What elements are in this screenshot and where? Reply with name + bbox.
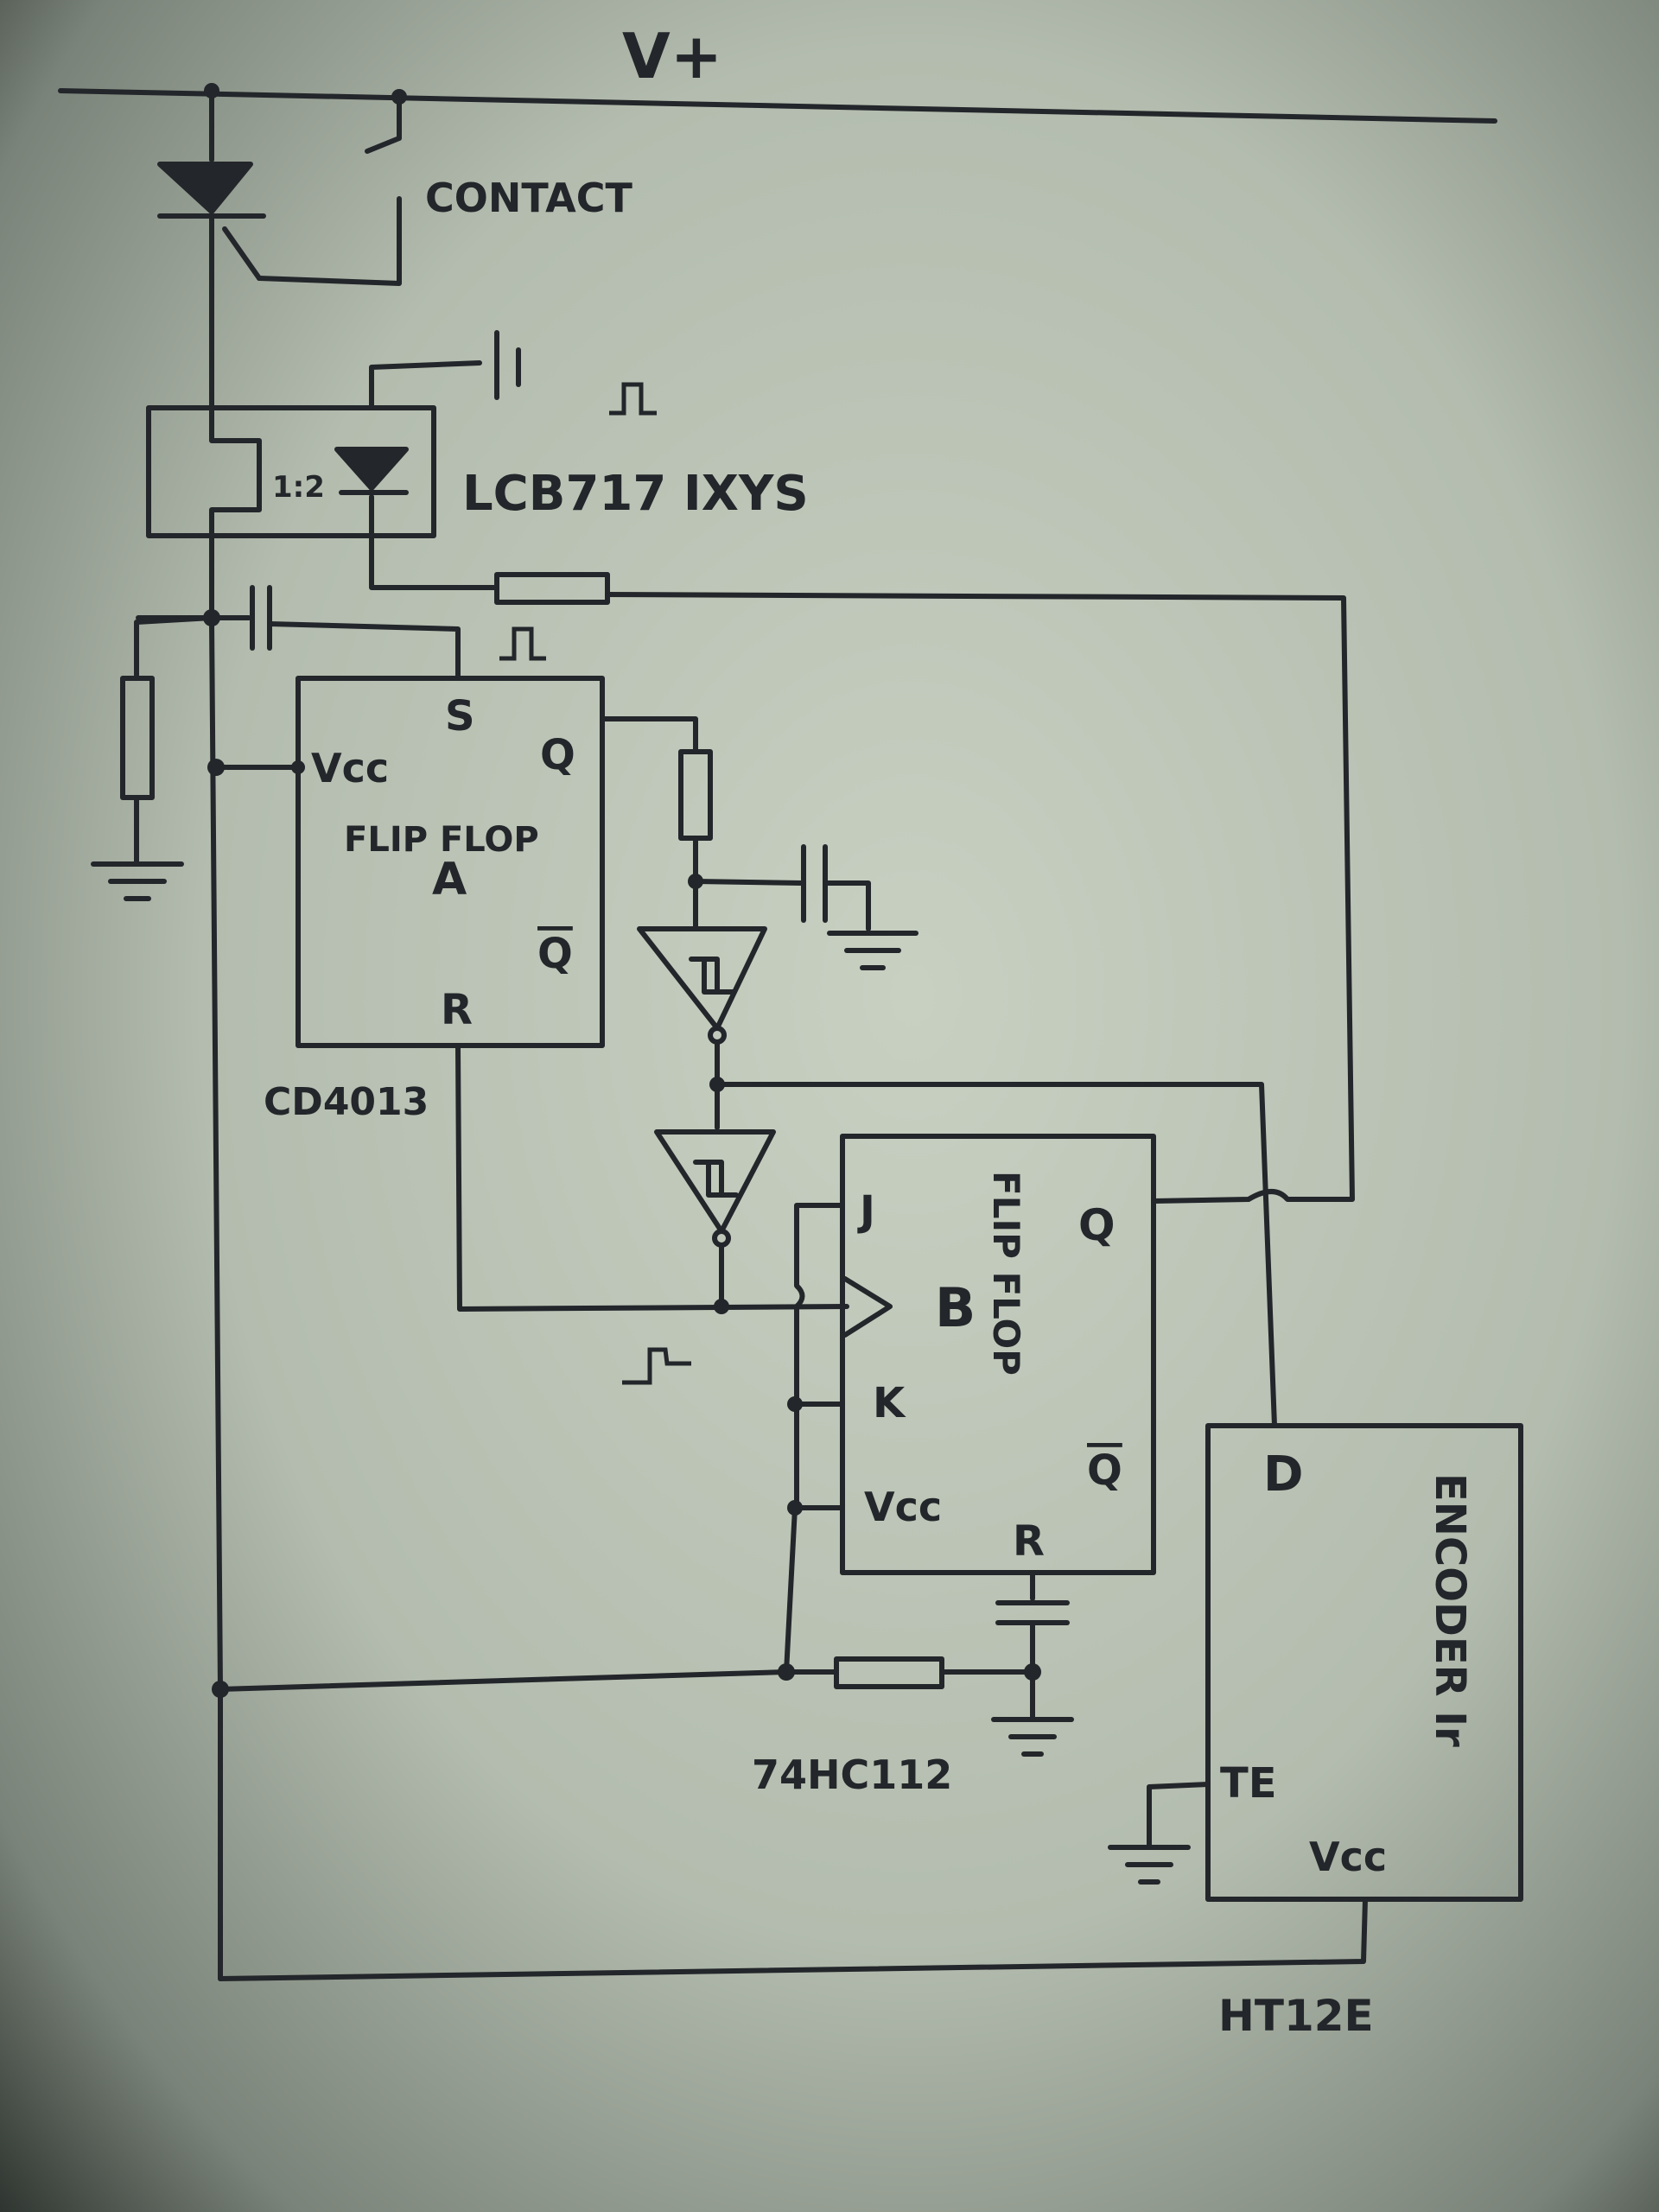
triac-symbol: [157, 88, 266, 409]
label-ff-a-letter: A: [432, 854, 467, 906]
schmitt-inverter-2: [654, 1129, 776, 1309]
label-ff-a-qbar: Q: [537, 930, 573, 978]
flip-flop-b: [840, 1134, 1156, 1575]
label-ff-a-q: Q: [540, 731, 575, 779]
label-ff-b-qbar: Q: [1087, 1446, 1122, 1495]
label-ff-a-chip: CD4013: [264, 1080, 429, 1124]
label-ff-b-letter: B: [935, 1276, 976, 1339]
label-ff-a-r: R: [441, 986, 473, 1034]
label-encoder-vcc: Vcc: [1309, 1834, 1387, 1880]
pulse-icon-2: [499, 626, 546, 661]
junction-dots: [203, 83, 1041, 1698]
relay-lcb717: [146, 360, 499, 625]
label-ff-b-j: J: [857, 1187, 875, 1236]
contact-switch: [257, 94, 402, 286]
label-encoder-te: TE: [1220, 1759, 1277, 1808]
wire-q-a: [600, 716, 698, 754]
supply-rail: [58, 88, 1497, 124]
label-ff-a-name: FLIP FLOP: [344, 820, 539, 860]
label-ff-b-vcc: Vcc: [864, 1484, 942, 1530]
label-contact: CONTACT: [425, 175, 633, 221]
label-ff-b-q: Q: [1078, 1200, 1116, 1250]
pulse-icon-1: [609, 382, 657, 416]
label-ff-b-k: K: [873, 1379, 906, 1427]
falling-edge-icon: [622, 1347, 691, 1385]
label-ff-b-name: FLIP FLOP: [985, 1171, 1027, 1376]
label-ff-a-vcc: Vcc: [311, 745, 389, 791]
label-relay-inner: 1:2: [272, 470, 325, 505]
wire-encoder-vcc: [218, 1897, 1368, 1981]
pulse-annotations: [499, 382, 691, 1385]
label-encoder-name: ENCODER Ir: [1426, 1473, 1474, 1747]
rc-ground-element: [693, 844, 918, 970]
label-encoder-d: D: [1263, 1446, 1303, 1503]
label-ff-b-chip: 74HC112: [752, 1751, 952, 1798]
battery-symbol: [494, 330, 521, 400]
clock-triangle-b: [842, 1276, 893, 1338]
ground-te: [1108, 1845, 1191, 1885]
label-ff-b-r: R: [1013, 1517, 1045, 1566]
wire-q-b: [1151, 1189, 1325, 1204]
wire-te-ground: [1147, 1782, 1211, 1847]
wire-jk-strap: [794, 1203, 845, 1510]
label-relay: LCB717 IXYS: [462, 466, 809, 522]
resistor-relay-out: [494, 572, 610, 605]
wire-relay-to-bus: [605, 592, 1355, 1202]
pulldown-resistor-left: [91, 615, 214, 901]
label-encoder-chip: HT12E: [1218, 1991, 1374, 2041]
label-ff-a-s: S: [445, 692, 475, 741]
label-supply: V+: [622, 20, 722, 92]
flip-flop-a: [296, 676, 605, 1048]
capacitor-reset-b: [991, 1570, 1074, 1757]
wire-vcc-b-bus: [784, 1505, 798, 1675]
